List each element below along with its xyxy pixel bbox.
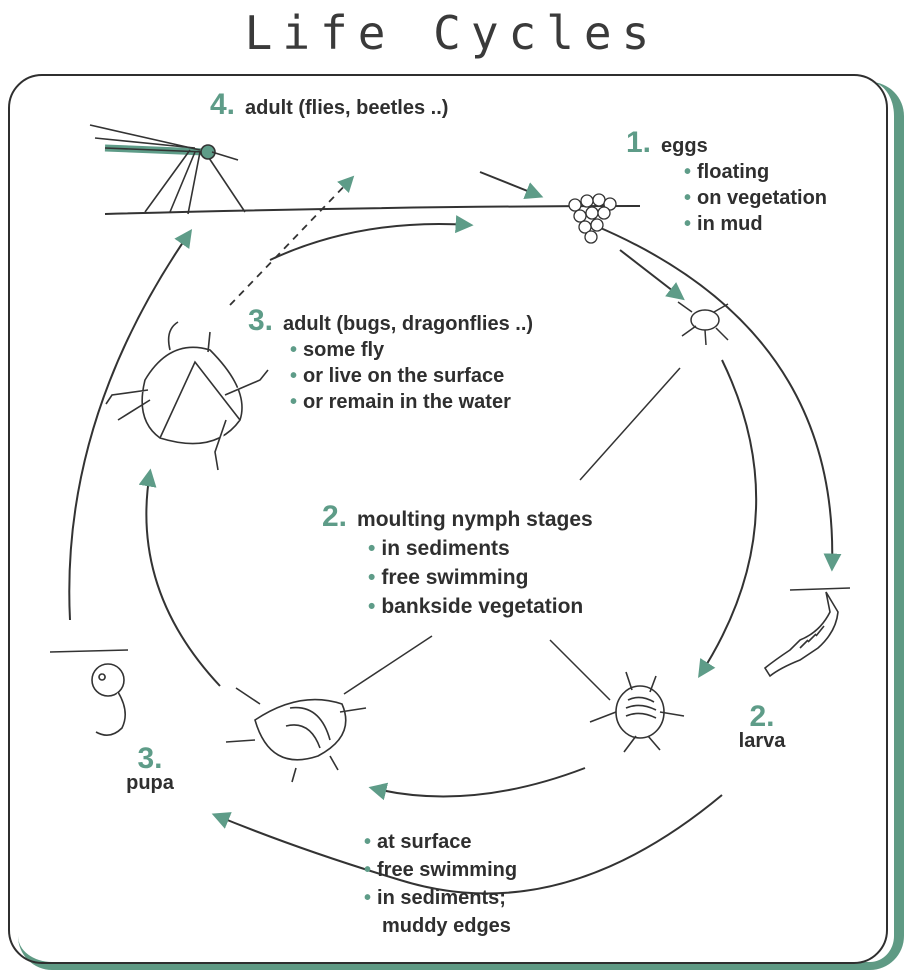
small-nymph-illustration xyxy=(678,302,728,345)
stage-adult-flies: 4. adult (flies, beetles ..) xyxy=(210,88,448,122)
stage-label: pupa xyxy=(126,772,174,794)
stage-label: larva xyxy=(739,730,786,752)
bullet-icon: • xyxy=(290,365,297,387)
bullet-icon: • xyxy=(364,831,371,853)
nymph-right-illustration xyxy=(590,672,684,752)
stage-number: 2. xyxy=(722,700,802,734)
water-bug-illustration xyxy=(106,322,268,470)
list-item: or live on the surface xyxy=(303,365,504,387)
stage-label: adult (bugs, dragonflies ..) xyxy=(283,313,533,335)
leader-line xyxy=(580,368,680,480)
list-item: bankside vegetation xyxy=(381,595,583,618)
leader-line xyxy=(344,636,432,694)
arrow-adult-to-eggs xyxy=(480,172,540,196)
list-item: free swimming xyxy=(381,566,528,589)
stage-eggs: 1.eggs •floating •on vegetation •in mud xyxy=(626,130,827,237)
stage-number: 4. xyxy=(210,88,235,121)
egg-raft-illustration xyxy=(569,194,616,243)
arrow-eggs-to-larva xyxy=(596,226,832,568)
stage-label: moulting nymph stages xyxy=(357,508,593,531)
bullet-icon: • xyxy=(368,537,375,560)
list-item: in mud xyxy=(697,213,763,235)
list-item: in sediments xyxy=(381,537,509,560)
bullet-icon: • xyxy=(364,887,371,909)
list-item: on vegetation xyxy=(697,187,827,209)
arrow-bug-to-surface xyxy=(270,224,470,260)
stage-pupa: 3. pupa xyxy=(110,742,190,795)
stage-nymph: 2. moulting nymph stages • in sediments • f… xyxy=(322,502,593,621)
stage-label: adult (flies, beetles ..) xyxy=(245,97,448,119)
bullet-icon: • xyxy=(368,566,375,589)
list-item: floating xyxy=(697,161,769,183)
stage-larva: 2. larva xyxy=(722,700,802,753)
list-item: in sediments; xyxy=(377,887,506,909)
arrow-nymph2-to-nymph3 xyxy=(372,768,585,796)
bullet-icon: • xyxy=(684,213,691,235)
bullet-icon: • xyxy=(368,595,375,618)
arrow-bug-dashed xyxy=(230,178,352,305)
stage-label: eggs xyxy=(661,135,708,157)
larva-illustration xyxy=(765,588,850,676)
stage-number: 3. xyxy=(110,742,190,776)
bullet-icon: • xyxy=(684,187,691,209)
list-item-continuation: muddy edges xyxy=(382,915,511,937)
bullet-icon: • xyxy=(684,161,691,183)
habitat-list: • at surface • free swimming • in sediments… xyxy=(364,828,517,940)
bullet-icon: • xyxy=(364,859,371,881)
mosquito-illustration xyxy=(90,125,245,214)
list-item: at surface xyxy=(377,831,472,853)
arrow-nymph3-to-bug xyxy=(146,472,220,686)
pupa-illustration xyxy=(50,650,128,735)
stage-number: 2. xyxy=(322,500,347,533)
list-item: free swimming xyxy=(377,859,517,881)
nymph-center-illustration xyxy=(226,688,366,782)
list-item: some fly xyxy=(303,339,384,361)
list-item: or remain in the water xyxy=(303,391,511,413)
stage-adult-bugs: 3.adult (bugs, dragonflies ..) •some fly… xyxy=(248,308,533,415)
stage-number: 1. xyxy=(626,126,651,159)
bullet-icon: • xyxy=(290,391,297,413)
leader-line xyxy=(550,640,610,700)
arrow-nymph-to-nymph2 xyxy=(700,360,756,675)
stage-number: 3. xyxy=(248,304,273,337)
water-surface-line xyxy=(105,206,640,214)
bullet-icon: • xyxy=(290,339,297,361)
arrow-eggs-to-nymph xyxy=(620,250,682,298)
